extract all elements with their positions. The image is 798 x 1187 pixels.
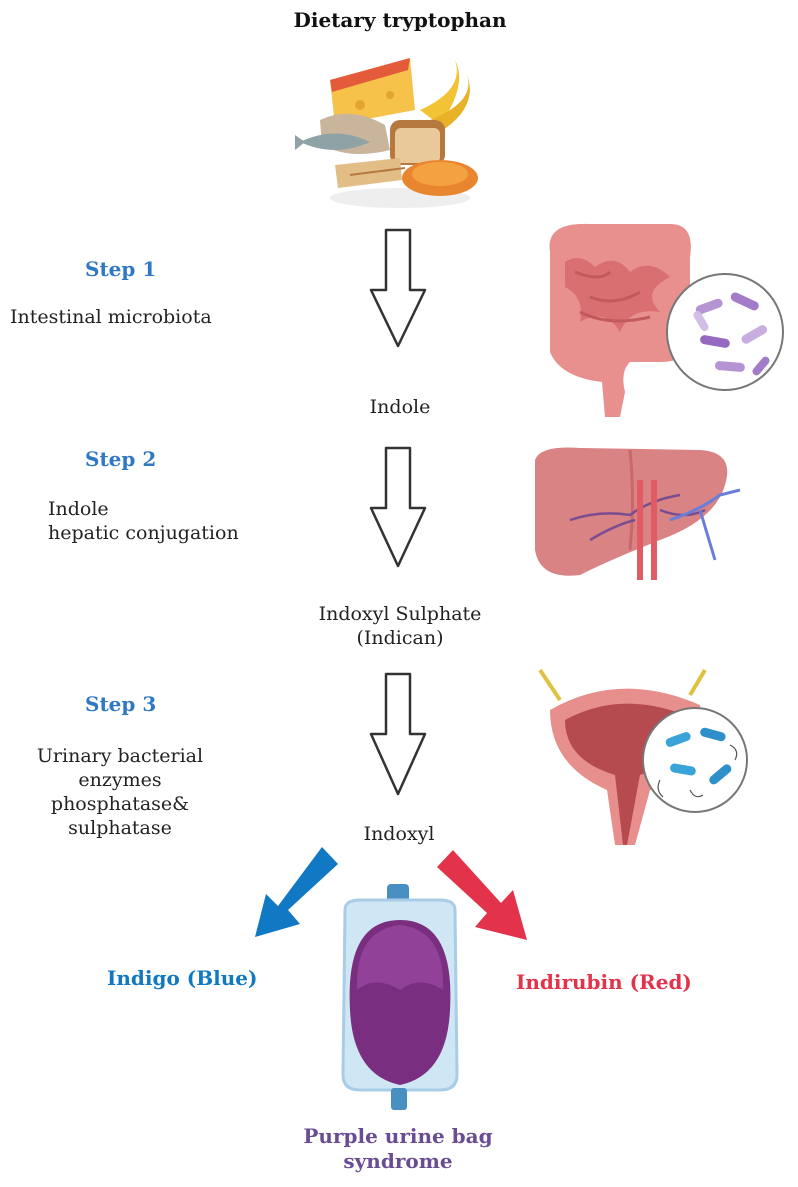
bladder-bacteria-illustration xyxy=(538,668,748,845)
step-1-label: Step 1 xyxy=(85,257,157,281)
step-3-description-line-1: Urinary bacterial xyxy=(36,745,204,767)
down-arrow-2 xyxy=(369,446,427,568)
liver-illustration xyxy=(535,447,741,580)
step-2-description-line-1: Indole xyxy=(48,498,109,520)
diagram-title: Dietary tryptophan xyxy=(293,8,507,32)
food-illustration xyxy=(295,58,478,208)
step-2-label: Step 2 xyxy=(85,447,157,471)
blue-arrow xyxy=(255,847,338,937)
node-indoxyl-sulphate-line-1: Indoxyl Sulphate xyxy=(318,603,482,625)
step-2-description-line-2: hepatic conjugation xyxy=(48,522,239,544)
intestine-microbiota-illustration xyxy=(549,223,784,417)
result-label-line-2: syndrome xyxy=(343,1149,453,1173)
indigo-label: Indigo (Blue) xyxy=(107,966,258,990)
step-3-label: Step 3 xyxy=(85,692,157,716)
result-label-line-1: Purple urine bag xyxy=(303,1124,493,1148)
step-3-description-line-4: sulphatase xyxy=(68,817,172,839)
indirubin-label: Indirubin (Red) xyxy=(516,970,692,994)
step-3-description-line-2: enzymes xyxy=(78,769,162,791)
step-3-description-line-3: phosphatase& xyxy=(50,793,190,815)
urine-bag-illustration xyxy=(341,884,459,1110)
red-arrow xyxy=(437,850,527,940)
node-indoxyl-sulphate-line-2: (Indican) xyxy=(356,627,444,649)
node-indoxyl: Indoxyl xyxy=(363,823,435,845)
node-indole: Indole xyxy=(369,396,431,418)
down-arrow-1 xyxy=(369,228,427,348)
down-arrow-3 xyxy=(369,672,427,796)
step-1-description: Intestinal microbiota xyxy=(10,306,212,328)
